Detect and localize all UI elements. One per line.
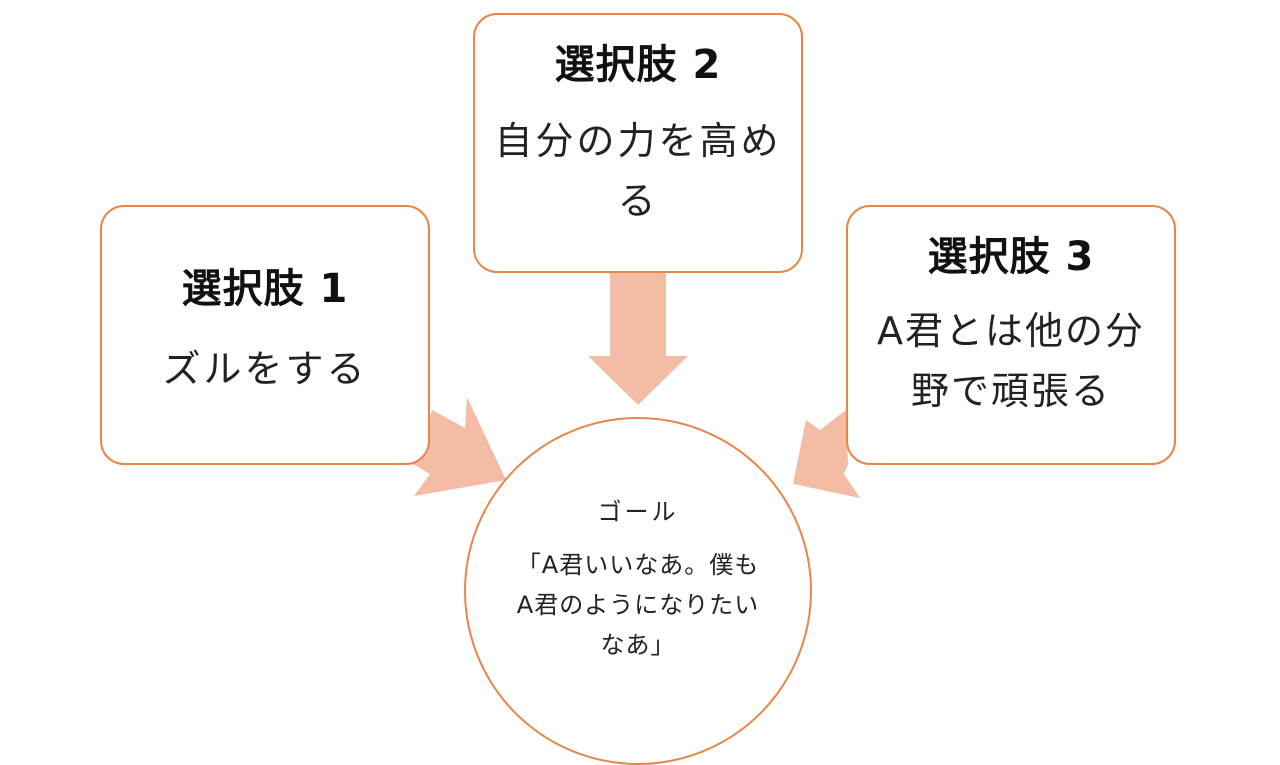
option-2-box: 選択肢 2 自分の力を高める [473,13,803,273]
arrow-option-2-to-goal [588,273,688,405]
option-1-text: ズルをする [162,347,368,391]
option-1-title: 選択肢 1 [181,266,349,312]
goal-circle: ゴール 「A君いいなあ。僕もA君のようになりたいなあ」 [464,417,812,765]
arrow-option-3-to-goal [793,410,860,498]
option-3-box: 選択肢 3 A君とは他の分野で頑張る [846,205,1176,465]
option-2-title: 選択肢 2 [554,42,722,88]
option-1-box: 選択肢 1 ズルをする [100,205,430,465]
goal-text: 「A君いいなあ。僕もA君のようになりたいなあ」 [516,551,760,659]
option-3-title: 選択肢 3 [927,234,1095,280]
arrow-option-1-to-goal [413,397,506,496]
goal-label: ゴール [597,498,679,526]
option-2-text: 自分の力を高める [494,119,782,223]
option-3-text: A君とは他の分野で頑張る [877,309,1145,413]
